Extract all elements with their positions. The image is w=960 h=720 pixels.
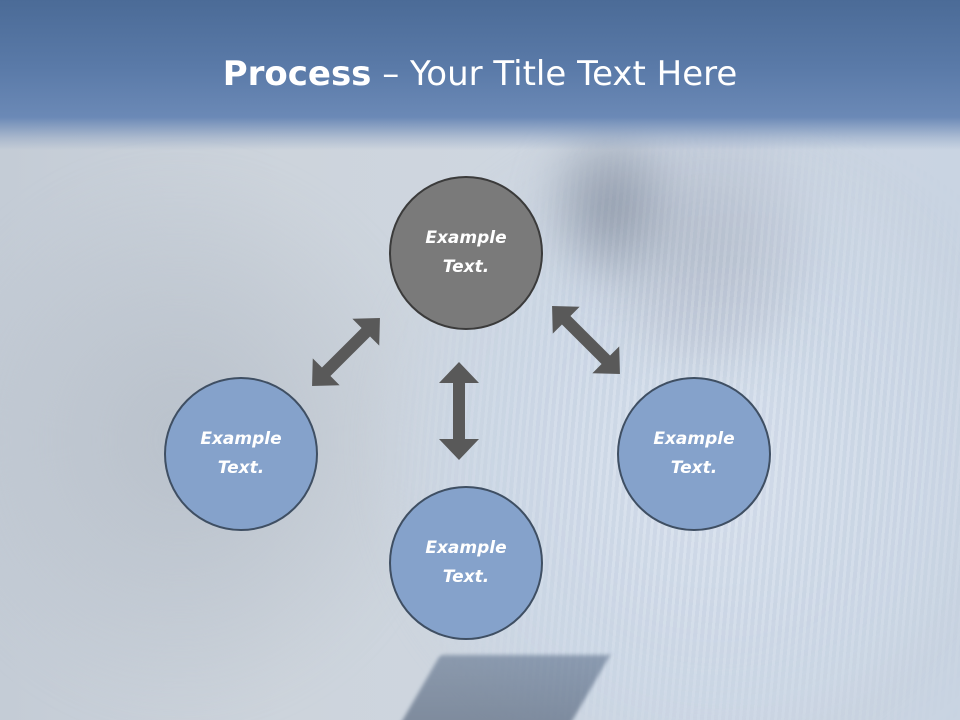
process-node-left: Example Text. [164,377,318,531]
title-bold: Process [222,54,372,94]
slide-title: Process – Your Title Text Here [0,52,960,96]
process-node-right: Example Text. [617,377,771,531]
process-node-top-label: Example Text. [425,228,507,277]
process-node-bottom: Example Text. [389,486,543,640]
title-rest: – Your Title Text Here [371,54,738,94]
process-node-bottom-label: Example Text. [425,538,507,587]
title-bar: Process – Your Title Text Here [0,0,960,150]
process-node-left-label: Example Text. [200,429,282,478]
process-node-top: Example Text. [389,176,543,330]
process-node-right-label: Example Text. [653,429,735,478]
